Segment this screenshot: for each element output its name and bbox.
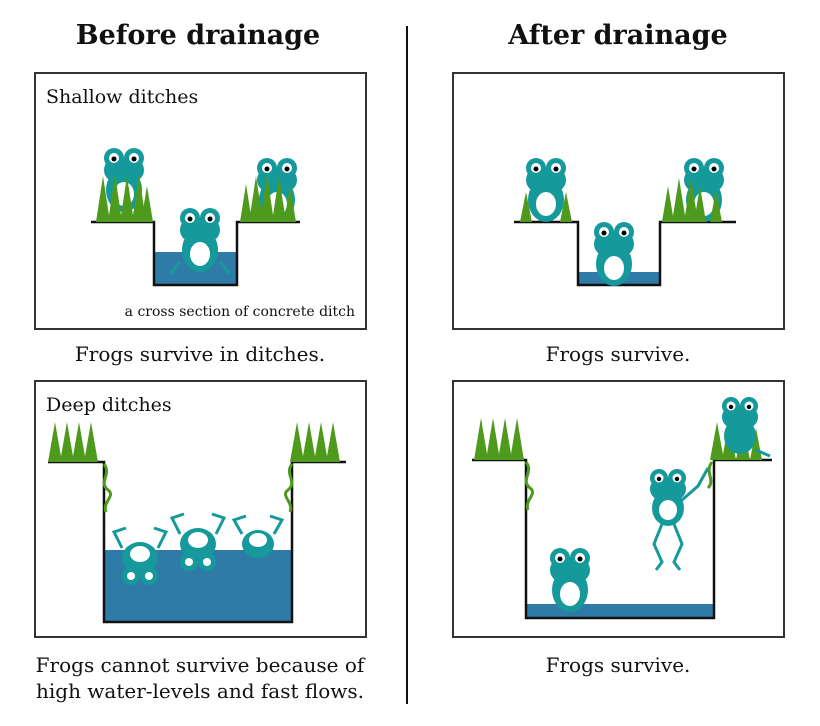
vine-icon	[706, 461, 714, 490]
grass-icon	[520, 192, 572, 222]
vine-icon	[102, 463, 112, 513]
shallow-ditch-before-illustration	[91, 148, 300, 287]
panel-label-deep-ditches: Deep ditches	[46, 394, 172, 416]
panel-before-shallow: Shallow ditches a cross section of concr…	[34, 72, 367, 330]
shallow-ditch-after-illustration	[514, 158, 736, 287]
frog-icon	[550, 548, 590, 612]
ditch-water	[526, 604, 714, 618]
grass-icon	[474, 418, 762, 460]
center-divider	[406, 26, 408, 704]
vine-icon	[524, 461, 534, 511]
frog-icon	[722, 397, 771, 458]
grass-icon	[662, 178, 722, 222]
ditch-outline	[472, 458, 772, 620]
frog-climbing-icon	[650, 467, 710, 571]
frog-upside-down-icon	[231, 514, 285, 558]
caption-before-deep: Frogs cannot survive because of high wat…	[35, 653, 365, 703]
panel-after-shallow	[452, 72, 785, 330]
frog-icon	[594, 222, 634, 286]
cross-section-note: a cross section of concrete ditch	[124, 304, 355, 320]
frog-icon	[168, 208, 232, 275]
caption-before-shallow: Frogs survive in ditches.	[74, 342, 326, 366]
frog-upside-down-icon	[169, 512, 227, 571]
grass-icon	[48, 422, 340, 462]
frog-upside-down-icon	[111, 526, 169, 585]
deep-ditch-after-illustration	[472, 397, 772, 620]
caption-after-shallow: Frogs survive.	[545, 342, 691, 366]
caption-after-deep: Frogs survive.	[545, 653, 691, 677]
deep-ditch-before-illustration	[48, 422, 346, 624]
heading-after-drainage: After drainage	[508, 20, 728, 51]
grass-icon	[96, 174, 153, 222]
vine-icon	[284, 463, 294, 513]
panel-before-deep: Deep ditches	[34, 380, 367, 638]
panel-label-shallow-ditches: Shallow ditches	[46, 86, 199, 108]
panel-after-deep	[452, 380, 785, 638]
grass-icon	[240, 174, 296, 222]
heading-before-drainage: Before drainage	[75, 20, 321, 51]
frog-icon	[526, 158, 566, 222]
